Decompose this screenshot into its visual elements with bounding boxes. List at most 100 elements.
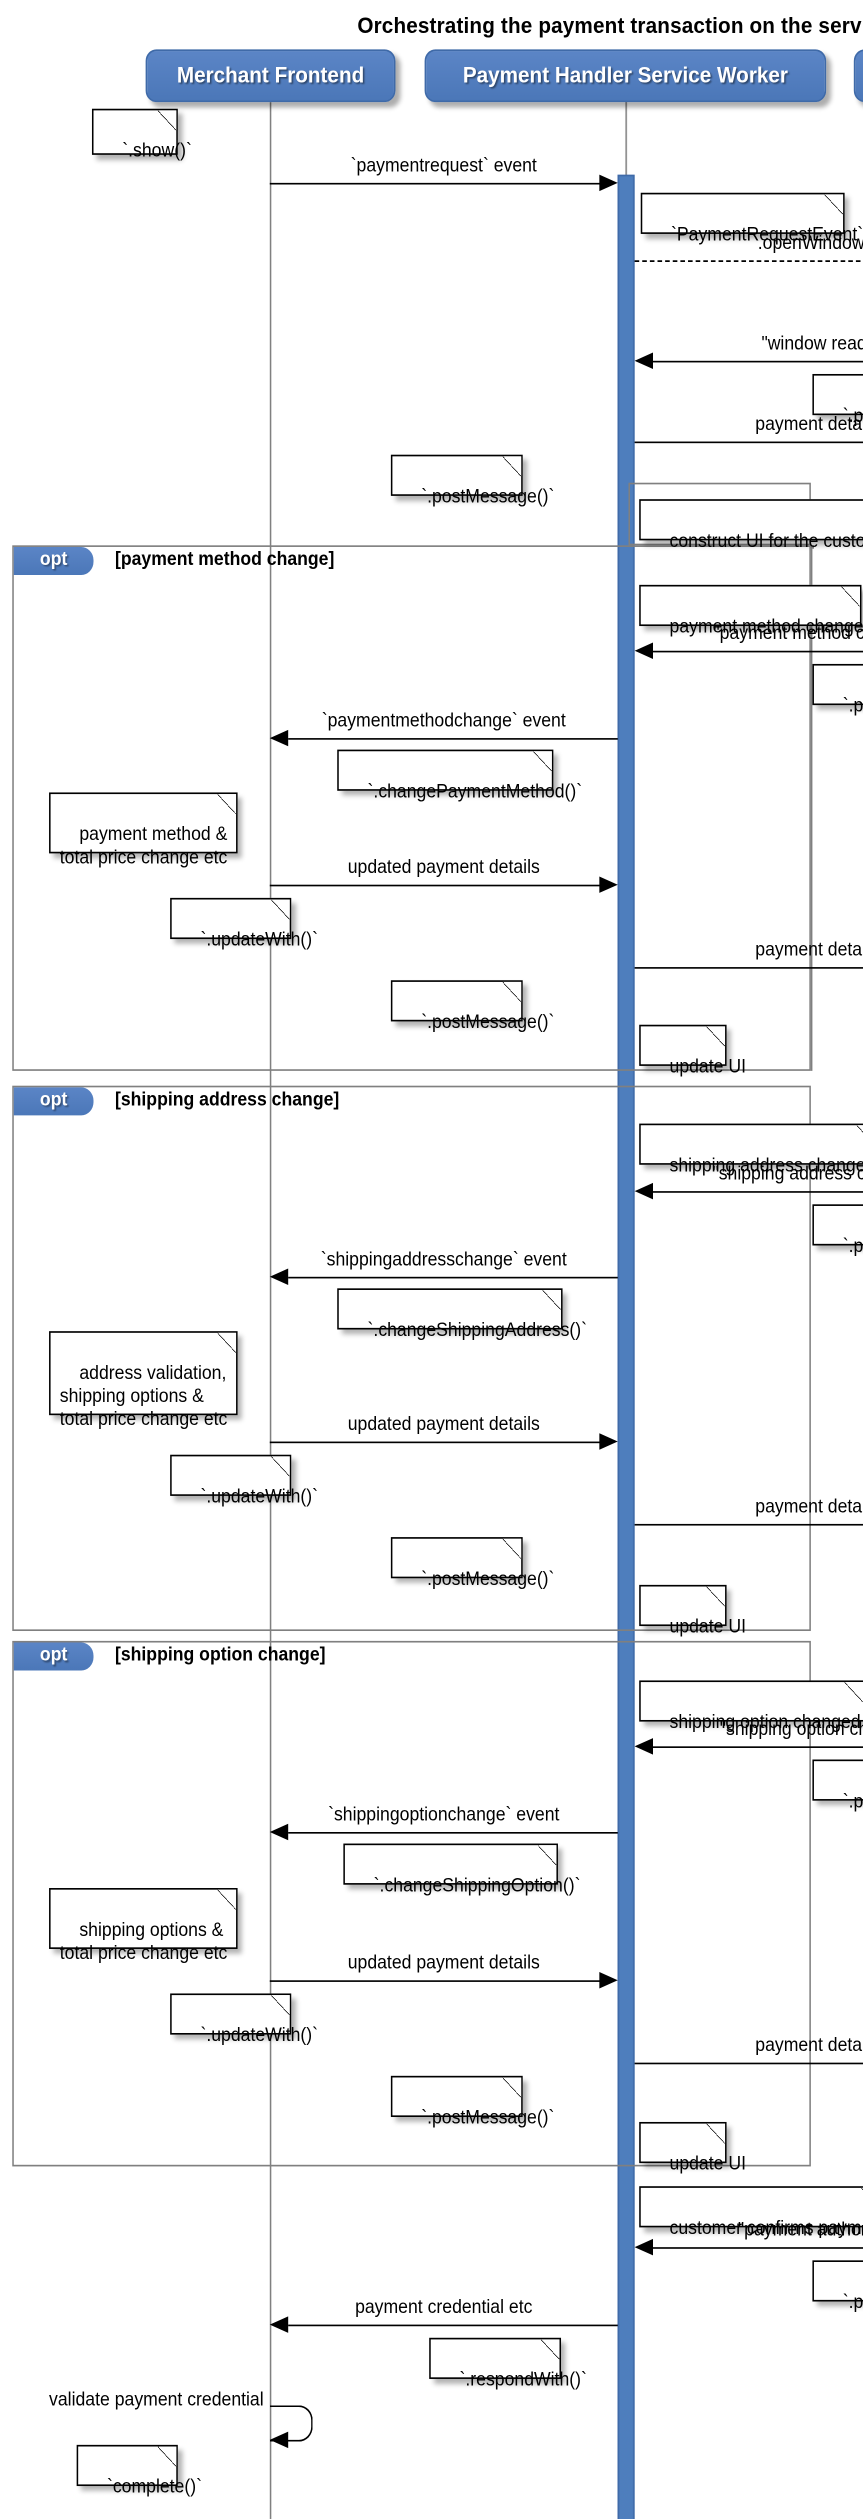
note-payment-request-event: `PaymentRequestEvent` [640, 192, 863, 245]
message-arrowhead-updated-payment-details-1 [599, 876, 618, 893]
frontend-section-2 [810, 545, 813, 1071]
message-arrowhead-shippingaddresschange [269, 1268, 289, 1286]
note-shipping-address-changed-text: shipping address changed [669, 1156, 863, 1177]
note-construct-ui-text: construct UI for the customer [669, 532, 863, 552]
note-post-message-7: `.postMessage()` [812, 1759, 863, 1812]
note-shipping-option-changed: shipping option changed [639, 1680, 863, 1733]
note-fold-icon [856, 1125, 863, 1145]
actor-header-service-worker[interactable]: Payment Handler Service Worker [424, 49, 827, 103]
message-label-validate-credential: validate payment credential [49, 2390, 264, 2411]
message-arrowhead-updated-payment-details-2 [599, 1433, 618, 1450]
message-label-shipping-address-changed: "shipping address changed" [712, 1164, 863, 1185]
note-respond-with: `.respondWith()` [429, 2337, 587, 2390]
note-fold-icon [157, 2446, 177, 2467]
note-shipping-address-changed: shipping address changed [639, 1123, 863, 1176]
note-shipping-options-total-price-text: shipping options & total price change et… [59, 1920, 228, 1964]
note-fold-icon [271, 899, 290, 920]
note-complete-text: `complete()` [106, 2477, 202, 2498]
opt-frame-1-keyword: opt [13, 546, 94, 575]
message-line-payment-method-changed [652, 650, 863, 653]
note-update-with-1: `.updateWith()` [170, 897, 318, 951]
note-post-message-1-text: `.postMessage()` [842, 406, 863, 427]
self-message-validate-credential [269, 2405, 313, 2442]
note-post-message-5: `.postMessage()` [812, 1204, 863, 1257]
opt-frame-2-condition: [shipping address change] [114, 1090, 340, 1111]
note-show: `.show()` [91, 108, 192, 161]
note-fold-icon [706, 1586, 726, 1607]
opt1-right-band [810, 545, 814, 549]
message-arrowhead-updated-payment-details-3 [599, 1972, 618, 1989]
message-line-payment-authorized [652, 2247, 863, 2249]
message-label-paymentmethodchange: `paymentmethodchange` event [321, 711, 566, 732]
note-post-message-6: `.postMessage()` [390, 1537, 554, 1590]
opt-frame-3-keyword: opt [13, 1642, 94, 1671]
note-post-message-8: `.postMessage()` [390, 2075, 554, 2129]
note-post-message-2: `.postMessage()` [390, 454, 554, 507]
note-fold-icon [706, 1026, 726, 1047]
message-label-payment-credential: payment credential etc [355, 2298, 533, 2319]
message-arrowhead-paymentrequest [599, 174, 618, 192]
note-post-message-8-text: `.postMessage()` [421, 2108, 555, 2129]
note-update-with-2-text: `.updateWith()` [200, 1487, 319, 1508]
message-line-paymentmethodchange [288, 738, 618, 740]
message-label-payment-details-2: payment details [755, 940, 863, 961]
message-line-paymentrequest [269, 182, 603, 185]
opt-frame-payment-method-change [12, 545, 811, 1071]
opt-frame-1-condition: [payment method change] [114, 550, 335, 571]
opt-frame-shipping-address-change [12, 1085, 811, 1632]
message-label-payment-details-4: payment details [755, 2036, 863, 2057]
note-post-message-5-text: `.postMessage()` [842, 1237, 863, 1258]
note-fold-icon [502, 1538, 522, 1559]
note-fold-icon [706, 2123, 726, 2144]
note-fold-icon [824, 194, 844, 215]
note-update-ui-3: update UI [639, 2121, 746, 2175]
message-label-updated-payment-details-1: updated payment details [347, 858, 540, 879]
message-line-updated-payment-details-1 [269, 884, 603, 887]
note-update-with-3-text: `.updateWith()` [200, 2026, 319, 2047]
note-post-message-3-text: `.postMessage()` [842, 696, 863, 717]
note-payment-request-event-text: `PaymentRequestEvent` [671, 225, 863, 246]
note-respond-with-text: `.respondWith()` [459, 2370, 587, 2391]
message-arrowhead-shipping-address-changed [634, 1182, 653, 1200]
actor-header-frontend[interactable]: Payment Handler Frontend [853, 49, 863, 103]
note-change-shipping-option-text: `.changeShippingOption()` [373, 1876, 581, 1897]
lifeline-merchant [269, 102, 272, 2519]
message-line-window-ready [652, 360, 863, 363]
note-construct-ui: construct UI for the customer [639, 499, 863, 552]
note-update-ui-2-text: update UI [669, 1617, 746, 1638]
message-label-shipping-option-changed: "shipping option changed" [719, 1719, 863, 1740]
actor-header-merchant[interactable]: Merchant Frontend [145, 49, 396, 103]
note-update-ui-1: update UI [639, 1024, 746, 1077]
note-fold-icon [538, 1845, 557, 1865]
page-title: Orchestrating the payment transaction on… [357, 13, 863, 38]
note-post-message-7-text: `.postMessage()` [842, 1792, 863, 1813]
message-line-shippingoptionchange [288, 1832, 618, 1834]
note-update-with-1-text: `.updateWith()` [200, 930, 319, 951]
self-message-arrowhead-validate-credential [269, 2431, 289, 2449]
note-complete: `complete()` [76, 2444, 202, 2498]
note-fold-icon [157, 110, 177, 131]
message-label-window-ready: "window ready" [761, 334, 863, 355]
message-label-payment-details-3: payment details [755, 1497, 863, 1518]
note-fold-icon [533, 751, 552, 772]
note-address-validation-text: address validation, shipping options & t… [59, 1364, 228, 1431]
note-fold-icon [271, 1456, 290, 1477]
message-line-payment-details-4 [634, 2062, 863, 2065]
note-change-payment-method-text: `.changePaymentMethod()` [367, 782, 583, 803]
message-arrowhead-payment-method-changed [634, 642, 653, 659]
message-label-updated-payment-details-2: updated payment details [347, 1415, 540, 1435]
note-post-message-4: `.postMessage()` [390, 980, 554, 1033]
message-label-payment-authorized: "payment authorized" [737, 2220, 863, 2241]
message-arrowhead-window-ready [634, 352, 653, 370]
note-fold-icon [861, 2187, 863, 2208]
message-line-shipping-option-changed [652, 1746, 863, 1748]
note-payment-method-changed-text: payment method changed [669, 617, 863, 638]
note-fold-icon [844, 1682, 863, 1702]
note-payment-method-total-price-text: payment method & total price change etc [59, 825, 228, 869]
note-fold-icon [502, 456, 522, 477]
note-fold-icon [271, 1995, 290, 2015]
message-label-paymentrequest: `paymentrequest` event [350, 156, 537, 177]
note-post-message-3: `.postMessage()` [812, 663, 863, 717]
